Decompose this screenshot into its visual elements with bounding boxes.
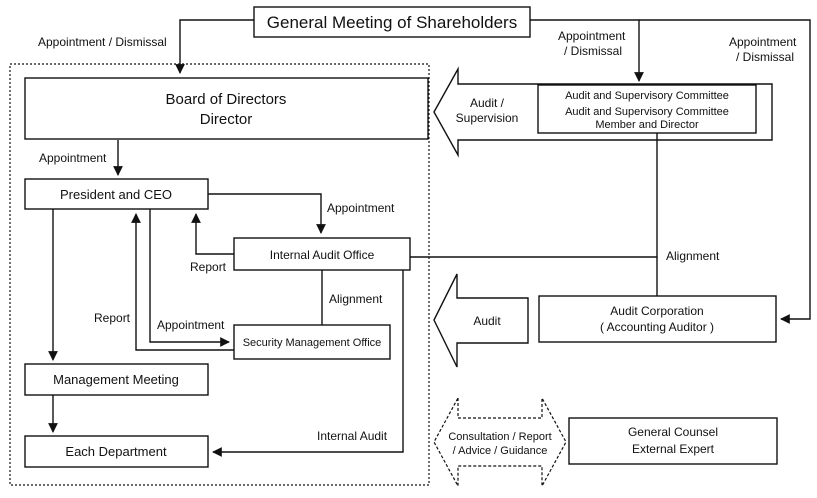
internal-audit-to-department-line (212, 270, 404, 457)
each-department-box (24, 435, 209, 468)
audit-committee-text-1: Audit and Supervisory Committee (565, 90, 729, 102)
president-to-internal-audit-line (208, 193, 326, 234)
audit-block-arrow (433, 273, 529, 368)
appointment-dismissal-right-label-2: / Dismissal (736, 50, 794, 64)
general-meeting-text: General Meeting of Shareholders (267, 13, 517, 32)
each-department-text: Each Department (65, 444, 167, 459)
president-text: President and CEO (60, 187, 172, 202)
internal-audit-report-line (191, 213, 234, 255)
audit-label: Audit (473, 314, 501, 328)
management-meeting-text: Management Meeting (53, 372, 179, 387)
audit-committee-box (537, 84, 757, 134)
president-box (24, 178, 209, 210)
general-meeting-box (253, 6, 531, 38)
report-internal-audit-label: Report (190, 260, 227, 274)
counsel-text-2: External Expert (632, 442, 715, 456)
consultation-label-2: / Advice / Guidance (453, 445, 548, 457)
appointment-security-label: Appointment (157, 318, 225, 332)
audit-committee-text-2: Audit and Supervisory Committee (565, 106, 729, 118)
audit-supervision-label-1: Audit / (470, 96, 505, 110)
company-boundary (9, 63, 430, 486)
board-director-text: Director (200, 111, 253, 128)
management-meeting-box (24, 363, 209, 396)
consultation-label-1: Consultation / Report (448, 431, 551, 443)
appointment-dismissal-mid-label-1: Appointment (558, 29, 626, 43)
alignment-audit-corp-label: Alignment (666, 249, 720, 263)
general-counsel-box (568, 417, 778, 465)
security-office-text: Security Management Office (243, 337, 382, 349)
appointment-board-president-label: Appointment (39, 151, 107, 165)
audit-committee-text-3: Member and Director (595, 119, 699, 131)
alignment-security-label: Alignment (329, 292, 383, 306)
audit-corp-text-1: Audit Corporation (610, 304, 703, 318)
security-office-box (233, 324, 391, 360)
internal-audit-office-text: Internal Audit Office (270, 248, 375, 262)
security-report-line (131, 213, 234, 351)
audit-corporation-box (538, 295, 777, 343)
consultation-double-arrow (433, 397, 567, 487)
gm-to-audit-corp-line (639, 19, 811, 324)
appointment-dismissal-mid-label-2: / Dismissal (564, 44, 622, 58)
connectors (48, 19, 811, 457)
board-title-text: Board of Directors (166, 91, 287, 108)
audit-corp-text-2: ( Accounting Auditor ) (600, 320, 714, 334)
board-of-directors-box (24, 77, 429, 140)
counsel-text-1: General Counsel (628, 425, 718, 439)
president-to-security-line (149, 209, 230, 347)
appointment-internal-audit-label: Appointment (327, 201, 395, 215)
alignment-audit-committee-line (410, 133, 658, 258)
gm-to-board-line (175, 19, 254, 74)
report-security-label: Report (94, 311, 131, 325)
audit-supervision-label-2: Supervision (456, 111, 519, 125)
internal-audit-label: Internal Audit (317, 429, 388, 443)
appointment-dismissal-right-label-1: Appointment (729, 35, 797, 49)
appointment-dismissal-left-label: Appointment / Dismissal (38, 35, 167, 49)
